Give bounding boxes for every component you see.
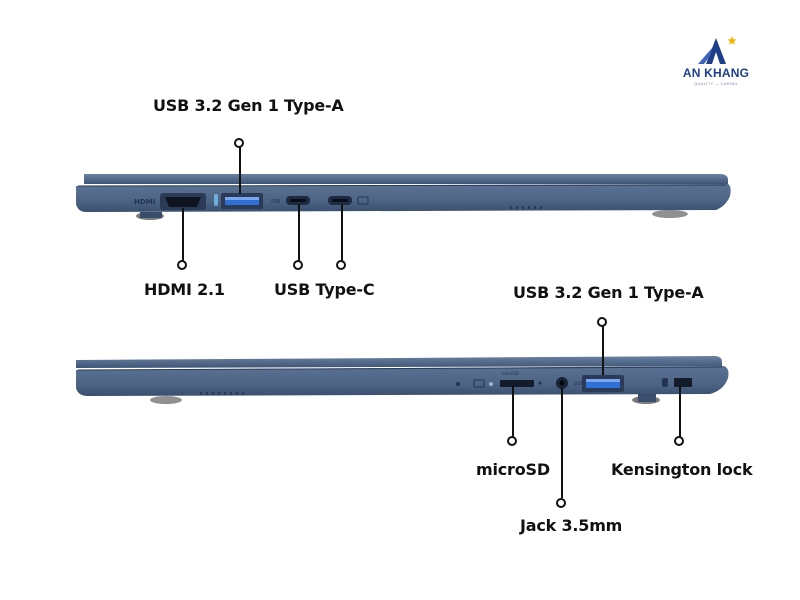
label-hdmi: HDMI 2.1: [144, 280, 225, 299]
base: [76, 366, 729, 396]
label-kensington: Kensington lock: [611, 460, 753, 479]
callout-line-usb-a: [239, 146, 241, 194]
callout-line-microsd: [512, 386, 514, 438]
lid: [76, 356, 722, 368]
label-usb-c: USB Type-C: [274, 280, 375, 299]
callout-dot-usb-c-1: [293, 260, 303, 270]
label-jack: Jack 3.5mm: [520, 516, 623, 535]
callout-line-kensington: [679, 386, 681, 438]
hdmi-silkscreen: HDMI: [134, 198, 155, 206]
usb-a-port-icon: [221, 193, 263, 209]
label-usb-a-left: USB 3.2 Gen 1 Type-A: [153, 96, 344, 115]
brand-name: AN KHANG: [682, 66, 750, 80]
usb-a-port-right-icon: ss⇆: [574, 375, 624, 392]
callout-dot-hdmi: [177, 260, 187, 270]
audio-jack-icon: [556, 377, 568, 389]
callout-line-usb-c-1: [298, 204, 300, 262]
star-icon: [727, 36, 737, 45]
callout-dot-microsd: [507, 436, 517, 446]
callout-dot-kensington: [674, 436, 684, 446]
callout-line-jack: [561, 388, 563, 498]
callout-dot-jack: [556, 498, 566, 508]
callout-line-hdmi: [182, 208, 184, 262]
callout-line-usb-a-right: [602, 325, 604, 375]
label-usb-a-right: USB 3.2 Gen 1 Type-A: [513, 283, 704, 302]
brand-mark-icon: [698, 36, 737, 64]
lid: [84, 174, 728, 184]
status-led-icons: [456, 379, 493, 388]
callout-dot-usb-c-2: [336, 260, 346, 270]
laptop-right-side: microSD ss⇆: [76, 356, 729, 404]
brand-logo: AN KHANG QUALITY — CARING: [676, 34, 756, 94]
laptop-left-side: HDMI USB: [76, 174, 731, 220]
brand-tagline: QUALITY — CARING: [694, 81, 738, 86]
svg-text:USB: USB: [270, 199, 281, 205]
svg-text:microSD: microSD: [502, 371, 519, 376]
usb-c-port-2-icon: [328, 196, 369, 205]
kensington-lock-icon: [662, 378, 692, 387]
svg-text:ss⇆: ss⇆: [574, 380, 585, 387]
callout-line-usb-c-2: [341, 204, 343, 262]
usb-c-port-1-icon: USB: [270, 196, 310, 205]
hdmi-port-icon: [160, 193, 206, 210]
label-microsd: microSD: [476, 460, 550, 479]
microsd-slot-icon: microSD: [500, 371, 534, 387]
